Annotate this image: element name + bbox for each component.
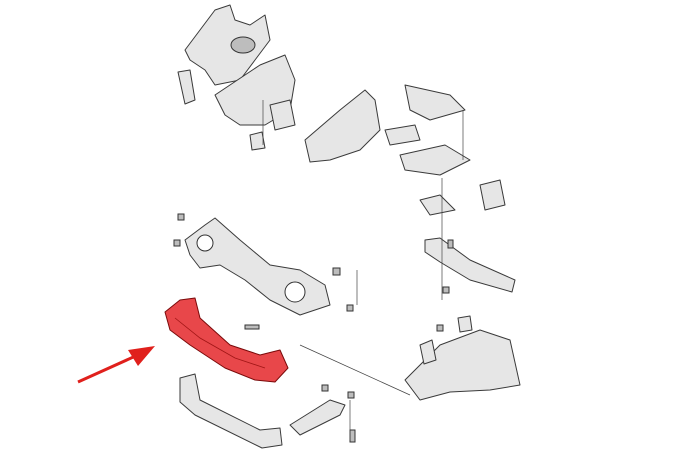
apron-panel [304,84,506,216]
leader-lines [262,100,464,440]
radiator-support-upper [184,217,331,316]
bumper-reinforcement-beam [164,297,289,383]
front-wheelhouse-upper [177,4,296,151]
lower-crossmember [179,373,346,449]
fasteners [173,213,454,443]
pointer-arrow [77,346,155,384]
front-side-rail [404,237,521,401]
